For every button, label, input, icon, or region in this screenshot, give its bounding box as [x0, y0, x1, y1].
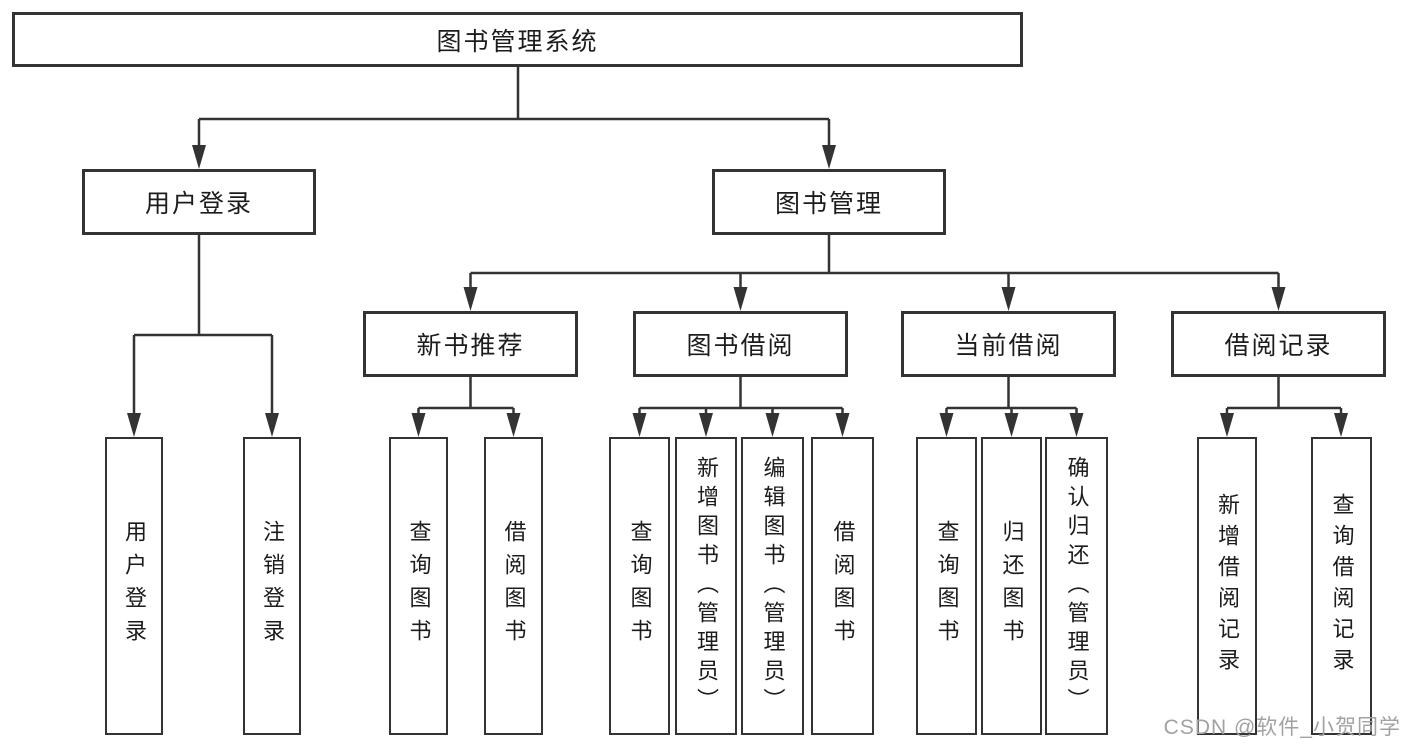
node-book-borrowing: 图书借阅	[633, 311, 848, 377]
leaf-logout: 注销登录	[243, 437, 301, 735]
node-label: 新增借阅记录	[1215, 493, 1240, 679]
arrow-down-icon	[939, 413, 954, 437]
node-book-management: 图书管理	[712, 169, 946, 235]
node-new-book-recommendation: 新书推荐	[363, 311, 578, 377]
node-label: 借阅图书	[830, 520, 856, 652]
arrow-down-icon	[822, 145, 836, 169]
arrow-down-icon	[192, 145, 206, 169]
arrow-down-icon	[1220, 413, 1234, 437]
arrow-down-icon	[506, 413, 521, 437]
arrow-down-icon	[733, 287, 748, 311]
node-label: 注销登录	[260, 520, 285, 652]
node-label: 图书借阅	[686, 332, 795, 360]
leaf-edit-books-admin: 编辑图书（管理员）	[741, 437, 804, 735]
node-label: 查询图书	[627, 520, 653, 652]
leaf-confirm-return-admin: 确认归还（管理员）	[1045, 437, 1108, 735]
node-library-management-system: 图书管理系统	[12, 12, 1023, 67]
arrow-down-icon	[699, 413, 713, 437]
node-label: 确认归还（管理员）	[1064, 455, 1090, 717]
leaf-borrow-books-recommend: 借阅图书	[484, 437, 543, 735]
node-current-borrowing: 当前借阅	[901, 311, 1116, 377]
leaf-add-borrow-record: 新增借阅记录	[1197, 437, 1257, 735]
node-label: 新增图书（管理员）	[694, 455, 719, 717]
arrow-down-icon	[835, 413, 850, 437]
arrow-down-icon	[1004, 413, 1019, 437]
leaf-query-borrow-record: 查询借阅记录	[1311, 437, 1372, 735]
leaf-user-login: 用户登录	[105, 437, 163, 735]
node-label: 借阅图书	[501, 520, 527, 652]
arrow-down-icon	[1069, 413, 1084, 437]
arrow-down-icon	[1271, 287, 1286, 311]
node-label: 归还图书	[999, 520, 1025, 652]
arrow-down-icon	[1334, 413, 1348, 437]
node-label: 图书管理	[774, 190, 883, 218]
arrow-down-icon	[632, 413, 647, 437]
node-label: 用户登录	[144, 190, 253, 218]
arrow-down-icon	[463, 287, 478, 311]
arrow-down-icon	[127, 413, 141, 437]
leaf-query-books-borrow: 查询图书	[609, 437, 670, 735]
leaf-return-books: 归还图书	[981, 437, 1042, 735]
node-label: 查询图书	[934, 520, 960, 652]
leaf-query-books-current: 查询图书	[916, 437, 977, 735]
arrowheads	[127, 145, 1348, 437]
arrow-down-icon	[265, 413, 279, 437]
node-label: 查询借阅记录	[1329, 493, 1355, 679]
node-label: 当前借阅	[954, 332, 1063, 360]
node-label: 查询图书	[406, 520, 432, 652]
arrow-down-icon	[1001, 287, 1016, 311]
node-label: 编辑图书（管理员）	[760, 455, 786, 717]
node-borrowing-records: 借阅记录	[1171, 311, 1386, 377]
watermark-csdn: CSDN @软件_小贺同学	[1163, 716, 1401, 739]
node-user-login: 用户登录	[82, 169, 316, 235]
node-label: 借阅记录	[1224, 332, 1333, 360]
node-label: 用户登录	[122, 520, 147, 652]
node-label: 图书管理系统	[436, 27, 599, 56]
leaf-add-books-admin: 新增图书（管理员）	[675, 437, 737, 735]
arrow-down-icon	[411, 413, 426, 437]
leaf-query-books-recommend: 查询图书	[389, 437, 448, 735]
leaf-borrow-books: 借阅图书	[811, 437, 874, 735]
node-label: 新书推荐	[416, 332, 525, 360]
arrow-down-icon	[765, 413, 780, 437]
